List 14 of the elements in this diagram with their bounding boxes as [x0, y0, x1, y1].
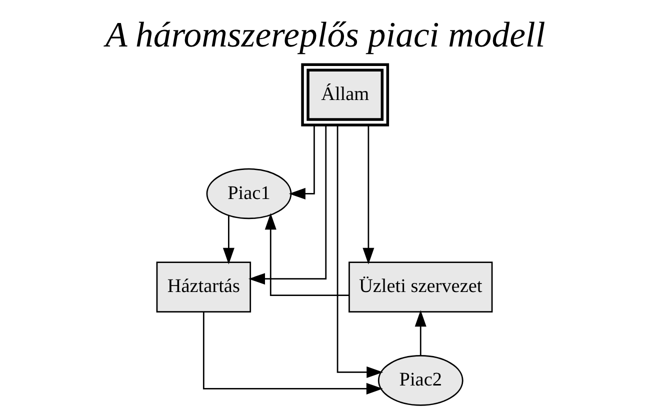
node-ellipse: Piac2	[377, 355, 463, 406]
arrow	[264, 213, 349, 296]
arrow	[248, 125, 326, 285]
node-ellipse: Piac1	[206, 168, 292, 220]
arrow	[202, 312, 382, 394]
node-box: Állam	[300, 63, 389, 126]
arrow	[288, 126, 314, 200]
arrow	[222, 215, 234, 264]
diagram-title: A háromszereplős piaci modell	[104, 14, 545, 55]
node-box: Üzleti szervezet	[348, 262, 492, 312]
arrow	[414, 310, 426, 356]
arrow	[362, 125, 374, 264]
node-box: Háztartás	[156, 262, 251, 312]
arrow	[336, 125, 383, 378]
